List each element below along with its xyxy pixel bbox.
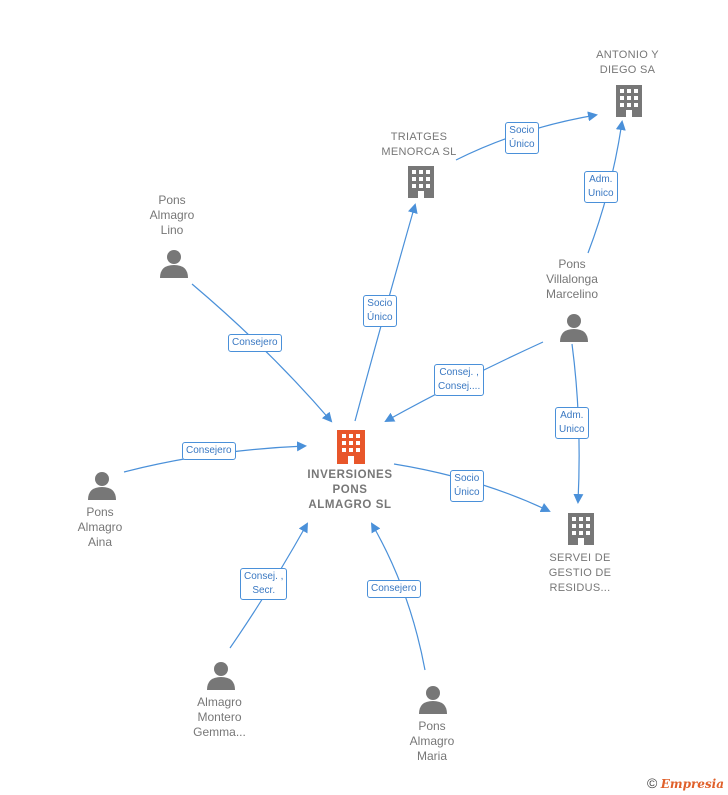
edge-label-marcelino-main[interactable]: Consej. , Consej.... — [434, 364, 485, 396]
node-servei-gestio[interactable]: SERVEI DE GESTIO DE RESIDUS... — [534, 551, 626, 596]
person-icon-gemma — [207, 662, 235, 690]
edge-lino-main — [191, 283, 333, 423]
edge-label-aina-main[interactable]: Consejero — [182, 442, 236, 460]
person-icon-maria — [419, 686, 447, 714]
node-pons-almagro-aina[interactable]: Pons Almagro Aina — [60, 505, 140, 550]
edge-label-gemma-main[interactable]: Consej. , Secr. — [240, 568, 288, 600]
node-label: Pons Almagro Maria — [409, 719, 455, 763]
building-icon-main — [337, 430, 365, 464]
node-label: SERVEI DE GESTIO DE RESIDUS... — [548, 552, 612, 594]
copyright-icon: © — [647, 775, 658, 791]
edge-label-marcelino-antonio[interactable]: Adm. Unico — [584, 171, 618, 203]
brand-name: Empresia — [660, 777, 724, 791]
building-icon-triatges — [408, 166, 434, 198]
node-label: Almagro Montero Gemma... — [193, 695, 246, 739]
node-label: ANTONIO Y DIEGO SA — [596, 49, 659, 76]
person-icon-lino — [160, 250, 188, 278]
edge-label-lino-main[interactable]: Consejero — [228, 334, 282, 352]
building-icon-servei — [568, 513, 594, 545]
person-icon-marcelino — [560, 314, 588, 342]
node-label: Pons Villalonga Marcelino — [545, 257, 599, 301]
node-pons-almagro-lino[interactable]: Pons Almagro Lino — [132, 193, 212, 238]
edge-label-main-triatges[interactable]: Socio Único — [363, 295, 397, 327]
node-triatges-menorca[interactable]: TRIATGES MENORCA SL — [367, 130, 471, 160]
node-almagro-montero-gemma[interactable]: Almagro Montero Gemma... — [177, 695, 262, 740]
node-pons-villalonga-marcelino[interactable]: Pons Villalonga Marcelino — [527, 257, 617, 302]
edge-label-main-servei[interactable]: Socio Único — [450, 470, 484, 502]
node-label: Pons Almagro Aina — [77, 505, 123, 549]
footer-brand[interactable]: © Empresia — [647, 775, 724, 791]
edge-label-triatges-antonio[interactable]: Socio Único — [505, 122, 539, 154]
node-pons-almagro-maria[interactable]: Pons Almagro Maria — [392, 719, 472, 764]
node-label: TRIATGES MENORCA SL — [381, 131, 457, 158]
person-icon-aina — [88, 472, 116, 500]
edge-label-marcelino-servei[interactable]: Adm. Unico — [555, 407, 589, 439]
edge-label-maria-main[interactable]: Consejero — [367, 580, 421, 598]
node-label: Pons Almagro Lino — [149, 193, 195, 237]
node-main-company[interactable]: INVERSIONES PONS ALMAGRO SL — [295, 468, 405, 513]
building-icon-antonio — [616, 85, 642, 117]
node-antonio-y-diego[interactable]: ANTONIO Y DIEGO SA — [580, 48, 675, 78]
node-label: INVERSIONES PONS ALMAGRO SL — [307, 469, 393, 511]
